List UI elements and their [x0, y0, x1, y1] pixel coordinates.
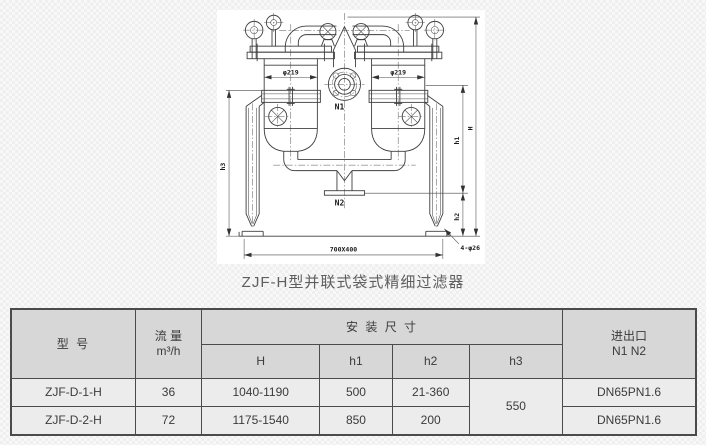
header-flow-line1: 流 量 — [154, 329, 183, 343]
dim-phi219-right-label: φ219 — [390, 68, 406, 76]
cell-inlet-outlet: DN65PN1.6 — [562, 378, 697, 407]
header-inlet-outlet-line1: 进出口 — [611, 329, 648, 343]
dim-h3-label: h3 — [219, 163, 227, 171]
header-flow: 流 量 m³/h — [134, 308, 203, 379]
header-flow-line2: m³/h — [156, 344, 181, 358]
table-row: ZJF-D-2-H 72 1175-1540 850 200 DN65PN1.6 — [10, 406, 697, 436]
cell-h1: 850 — [319, 406, 393, 436]
header-inlet-outlet-line2: N1 N2 — [612, 344, 647, 358]
cell-inlet-outlet: DN65PN1.6 — [562, 406, 697, 436]
cell-H: 1175-1540 — [201, 406, 321, 436]
n1-flange — [324, 67, 365, 101]
spec-table: 型 号 流 量 m³/h 安 装 尺 寸 进出口 N1 N2 H h1 h2 h… — [10, 308, 697, 436]
header-install-dims: 安 装 尺 寸 — [201, 308, 564, 345]
dim-boltholes-label: 4-φ26 — [460, 244, 480, 252]
dim-h2-label: h2 — [453, 213, 461, 221]
drawing-panel: φ219 φ219 N1 N2 h3 h1 h2 H 700X400 4-φ26 — [217, 10, 485, 264]
cell-flow: 72 — [134, 406, 203, 436]
cell-h1: 500 — [319, 378, 393, 407]
cell-model: ZJF-D-1-H — [10, 378, 136, 407]
header-col-h2: h2 — [391, 344, 470, 379]
cell-h3-merged: 550 — [468, 378, 564, 436]
sight-glasses — [265, 103, 424, 129]
table-row: ZJF-D-1-H 36 1040-1190 500 21-360 550 DN… — [10, 378, 697, 436]
dim-height-label: H — [466, 126, 474, 130]
technical-drawing: φ219 φ219 N1 N2 h3 h1 h2 H 700X400 4-φ26 — [219, 13, 480, 259]
nozzle-n1-label: N1 — [335, 102, 345, 111]
header-inlet-outlet: 进出口 N1 N2 — [562, 308, 697, 379]
dim-base-label: 700X400 — [330, 245, 358, 253]
header-col-H: H — [201, 344, 321, 379]
nozzle-n2-label: N2 — [335, 199, 345, 208]
centerlines — [252, 13, 437, 229]
cell-model: ZJF-D-2-H — [10, 406, 136, 436]
vessel-lids — [246, 43, 443, 62]
header-model: 型 号 — [10, 308, 136, 379]
band-clamps — [261, 86, 429, 106]
cell-flow: 36 — [134, 378, 203, 407]
cell-h2: 21-360 — [391, 378, 470, 407]
drawing-title: ZJF-H型并联式袋式精细过滤器 — [241, 274, 465, 291]
dimension-lines — [226, 16, 480, 259]
header-col-h1: h1 — [319, 344, 393, 379]
cell-H: 1040-1190 — [201, 378, 321, 407]
dim-phi219-left-label: φ219 — [283, 68, 299, 76]
cell-h2: 200 — [391, 406, 470, 436]
header-col-h3: h3 — [468, 344, 564, 379]
swing-bolts — [243, 13, 446, 59]
bottom-piping — [283, 159, 406, 196]
dim-h1-label: h1 — [453, 137, 461, 145]
support-legs — [238, 94, 451, 237]
